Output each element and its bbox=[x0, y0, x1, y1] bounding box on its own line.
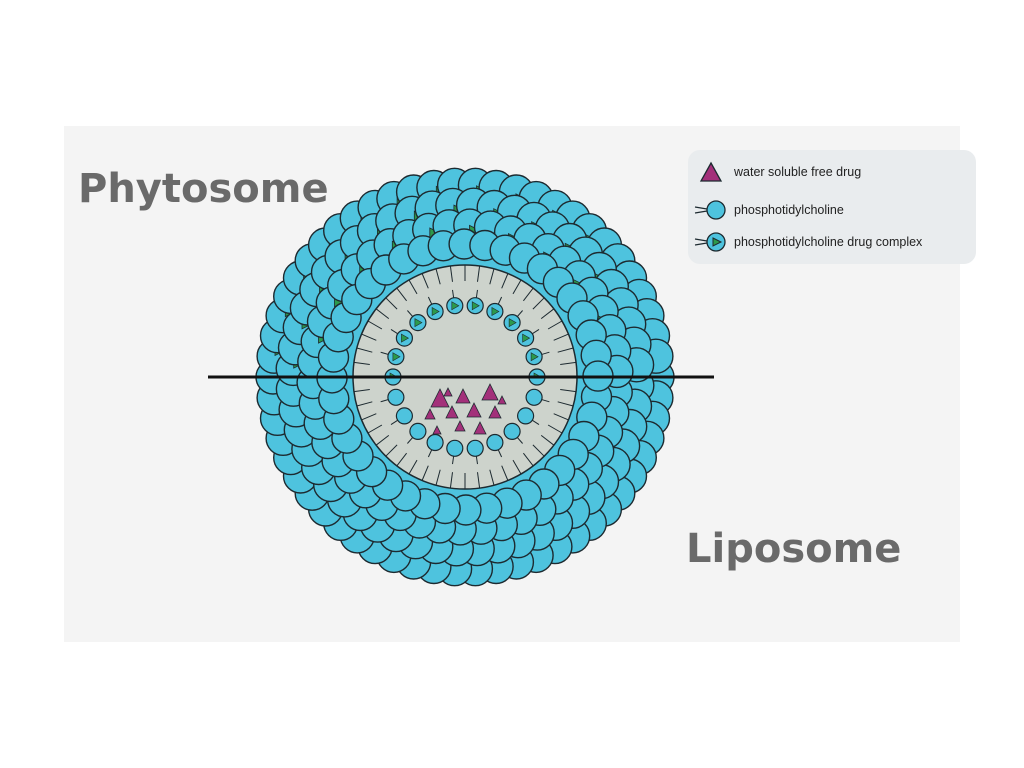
inner-lipid-tails bbox=[353, 265, 577, 489]
lipid-tail bbox=[532, 297, 545, 310]
free-drug-triangle bbox=[443, 387, 453, 397]
free-drug-triangle bbox=[430, 388, 450, 408]
free-drug-triangle bbox=[488, 405, 502, 419]
lipid-tail bbox=[547, 424, 563, 434]
lipid-tail bbox=[361, 333, 377, 341]
drug-complex-marker bbox=[431, 306, 440, 317]
lipid-head bbox=[466, 439, 484, 457]
lipid-tail bbox=[367, 424, 383, 434]
lipid-tail bbox=[557, 401, 574, 407]
inner-drug-complex-ring bbox=[377, 289, 553, 377]
lipid-tail bbox=[477, 265, 481, 282]
free-drug-triangle bbox=[424, 408, 436, 420]
drug-complex-marker bbox=[414, 318, 423, 328]
lipid-tail bbox=[361, 413, 377, 421]
legend-label: phosphotidylcholine bbox=[734, 203, 844, 217]
lipid-tail bbox=[353, 389, 370, 393]
lipid-tail bbox=[523, 452, 534, 467]
lipid-head bbox=[525, 388, 543, 406]
lipid-head bbox=[528, 368, 546, 377]
lipid-tail bbox=[421, 273, 429, 289]
legend: water soluble free drug phosphotidylchol… bbox=[688, 150, 976, 264]
lipid-tail bbox=[501, 465, 509, 481]
lipid-head bbox=[384, 368, 402, 377]
free-drug-triangle bbox=[445, 405, 459, 419]
lipid-tail bbox=[501, 273, 509, 289]
lipid-tail bbox=[356, 347, 373, 353]
lipid-tail bbox=[353, 361, 370, 365]
lipid-tail bbox=[421, 465, 429, 481]
drug-complex-marker bbox=[508, 318, 517, 328]
lipid-tail bbox=[396, 452, 407, 467]
lipid-head bbox=[409, 422, 427, 440]
drug-complex-marker bbox=[491, 306, 500, 317]
lipid-tail bbox=[385, 297, 398, 310]
lipid-head bbox=[395, 407, 413, 425]
phytosome-label: Phytosome bbox=[78, 166, 329, 212]
lipid-tail bbox=[553, 413, 569, 421]
lipid-tail bbox=[512, 279, 522, 295]
free-drug-cluster bbox=[424, 383, 507, 435]
lipid-head bbox=[384, 377, 402, 386]
lipid-tail bbox=[489, 469, 495, 486]
free-drug-triangle bbox=[432, 425, 442, 435]
lipid-tail bbox=[523, 287, 534, 302]
free-drug-triangle bbox=[481, 383, 499, 401]
lipid-tail bbox=[547, 320, 563, 330]
lipid-tail bbox=[512, 459, 522, 475]
lipid-head bbox=[426, 433, 444, 452]
triangle-icon bbox=[688, 160, 734, 184]
legend-item-free-drug: water soluble free drug bbox=[688, 160, 861, 184]
lipid-tail bbox=[396, 287, 407, 302]
legend-label: water soluble free drug bbox=[734, 165, 862, 179]
lipid-tail bbox=[560, 361, 577, 365]
lipid-tail bbox=[408, 279, 418, 295]
lipid-tail bbox=[375, 308, 390, 319]
legend-item-phospholipid: phosphotidylcholine bbox=[688, 198, 844, 222]
drug-complex-marker bbox=[522, 333, 531, 343]
lipid-tail bbox=[449, 472, 453, 489]
free-drug-triangle bbox=[455, 388, 471, 404]
lipid-tail bbox=[385, 444, 398, 457]
legend-item-drug-complex: phosphotidylcholine drug complex bbox=[688, 230, 922, 254]
lipid-tail bbox=[408, 459, 418, 475]
lipid-head bbox=[528, 377, 546, 386]
drug-complex-marker bbox=[530, 352, 539, 362]
lipid-tail bbox=[435, 268, 441, 285]
lipid-tail bbox=[557, 347, 574, 353]
drug-complex-marker bbox=[401, 333, 410, 343]
free-drug-triangle bbox=[466, 402, 482, 418]
lipid-head bbox=[446, 439, 464, 457]
drug-complex-marker bbox=[471, 301, 480, 311]
drug-complex-marker bbox=[451, 301, 460, 311]
lipid-head bbox=[387, 388, 405, 406]
liposome-label: Liposome bbox=[686, 526, 902, 572]
lipid-head bbox=[486, 433, 504, 452]
phospholipid-icon bbox=[688, 198, 734, 222]
lipid-tail bbox=[375, 435, 390, 446]
lipid-tail bbox=[435, 469, 441, 486]
lipid-tail bbox=[553, 333, 569, 341]
lipid-head bbox=[503, 422, 521, 440]
free-drug-triangle bbox=[497, 395, 507, 405]
lipid-tail bbox=[356, 401, 373, 407]
phospholipid-drug-complex-icon bbox=[688, 230, 734, 254]
lipid-tail bbox=[532, 444, 545, 457]
drug-complex-marker bbox=[392, 352, 401, 362]
lipid-tail bbox=[449, 265, 453, 282]
lipid-tail bbox=[489, 268, 495, 285]
lipid-tail bbox=[477, 472, 481, 489]
lipid-tail bbox=[540, 435, 555, 446]
lipid-tail bbox=[560, 389, 577, 393]
lipid-tail bbox=[367, 320, 383, 330]
inner-phospholipid-ring bbox=[377, 377, 553, 465]
free-drug-triangle bbox=[473, 421, 487, 435]
lipid-head bbox=[516, 407, 535, 425]
lipid-tail bbox=[540, 308, 555, 319]
free-drug-triangle bbox=[454, 420, 466, 432]
legend-label: phosphotidylcholine drug complex bbox=[734, 235, 923, 249]
